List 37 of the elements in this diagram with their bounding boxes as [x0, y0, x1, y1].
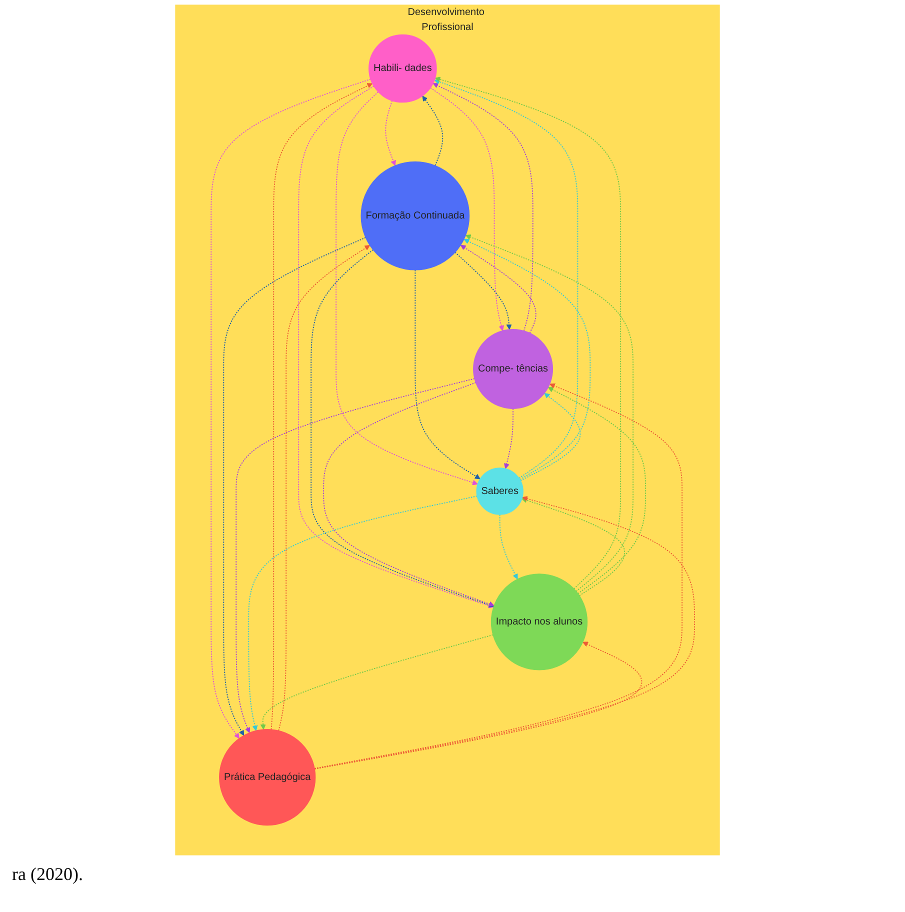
arrow: [422, 96, 444, 166]
arrow: [248, 496, 478, 731]
arrow: [504, 408, 514, 469]
arrow: [464, 238, 591, 480]
arrow: [385, 100, 396, 166]
arrow: [236, 378, 475, 733]
arrow: [270, 83, 373, 730]
arrow: [434, 76, 622, 590]
arrow: [314, 642, 642, 770]
arrow: [499, 514, 518, 580]
arrow: [548, 387, 646, 594]
node-circle: Impacto nos alunos: [490, 574, 588, 670]
node-circle: Saberes: [476, 468, 524, 515]
node-circle: Prática Pedagógica: [219, 728, 316, 826]
arrow: [223, 237, 366, 736]
arrow: [336, 91, 478, 486]
arrow: [522, 498, 625, 596]
arrow: [298, 86, 494, 608]
arrow: [314, 383, 682, 769]
node-circle: Formação Continuada: [360, 161, 470, 270]
arrow: [260, 634, 494, 730]
arrow: [430, 87, 504, 331]
arrow: [434, 79, 578, 479]
arrow: [314, 496, 695, 770]
node-circle: Compe- tências: [473, 328, 553, 409]
arrow: [323, 382, 494, 607]
arrow: [465, 234, 634, 592]
arrow: [520, 393, 581, 482]
source-note: ra (2020).: [12, 864, 84, 885]
node-circle: Habili- dades: [368, 34, 437, 103]
arrow: [278, 245, 370, 732]
arrow: [310, 249, 494, 608]
arrow: [414, 270, 480, 480]
arrow: [210, 78, 371, 739]
arrow: [460, 244, 536, 334]
arrow: [454, 252, 512, 330]
arrow: [432, 83, 534, 332]
